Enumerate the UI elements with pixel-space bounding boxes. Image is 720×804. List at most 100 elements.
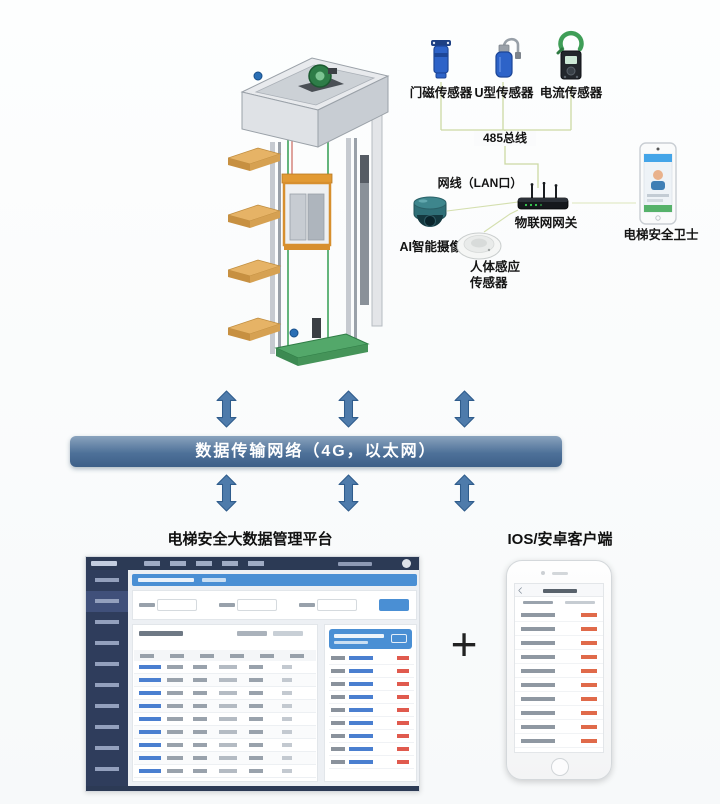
up-down-arrow-icon xyxy=(336,474,361,512)
client-title: IOS/安卓客户端 xyxy=(507,531,613,548)
shaft-sensor-dot-top xyxy=(253,71,263,81)
shaft-sensor-dot-bottom xyxy=(289,328,299,338)
sidebar-item xyxy=(86,759,128,780)
phone-list-row xyxy=(515,636,603,650)
list-row xyxy=(329,665,414,678)
dashboard-filter-panel xyxy=(132,590,417,620)
up-down-arrow-icon xyxy=(336,390,361,428)
sidebar-item xyxy=(86,633,128,654)
list-row xyxy=(329,652,414,665)
up-down-arrow-icon xyxy=(214,390,239,428)
sidebar-item xyxy=(86,717,128,738)
sidebar-item xyxy=(86,675,128,696)
side-panel-title xyxy=(334,634,384,638)
table-row xyxy=(134,765,316,778)
current-sensor-icon xyxy=(556,30,584,80)
human-sensor-label-line1: 人体感应 xyxy=(470,260,521,274)
door-sensor-icon xyxy=(431,40,451,79)
phone-list-row xyxy=(515,692,603,706)
u-sensor-icon xyxy=(495,37,521,78)
door-sensor-label: 门磁传感器 xyxy=(409,86,473,100)
sidebar-item xyxy=(86,612,128,633)
dashboard-sidebar xyxy=(86,570,128,786)
platform-title: 电梯安全大数据管理平台 xyxy=(167,531,333,548)
filter-label xyxy=(219,603,235,607)
phone-list-row xyxy=(515,664,603,678)
sensor-wiring-lines xyxy=(440,82,636,233)
phone-list-row xyxy=(515,678,603,692)
table-row xyxy=(134,687,316,700)
dashboard-topbar xyxy=(86,557,419,570)
filter-input xyxy=(317,599,357,611)
table-row xyxy=(134,661,316,674)
phone-list-row xyxy=(515,720,603,734)
side-panel-header xyxy=(329,629,412,649)
dashboard-logo xyxy=(91,561,117,566)
phone-list-row xyxy=(515,706,603,720)
up-down-arrow-icon xyxy=(452,390,477,428)
side-panel-list xyxy=(329,652,414,769)
table-row xyxy=(134,713,316,726)
ai-camera-label: AI智能摄像头 xyxy=(399,240,475,254)
filter-input xyxy=(237,599,277,611)
filter-label xyxy=(139,603,155,607)
filter-label xyxy=(299,603,315,607)
table-tabs xyxy=(237,631,267,636)
sidebar-item xyxy=(86,696,128,717)
list-row xyxy=(329,717,414,730)
sidebar-item xyxy=(86,654,128,675)
sidebar-item xyxy=(86,591,128,612)
iot-gateway-label: 物联网网关 xyxy=(514,216,578,230)
dashboard-nav-menu xyxy=(144,561,274,566)
phone-screen xyxy=(514,583,604,753)
elevator-shaft-illustration xyxy=(228,57,390,366)
dashboard-user-text xyxy=(338,562,372,566)
phone-app-header xyxy=(515,584,603,597)
dashboard-data-table xyxy=(132,624,318,782)
current-sensor-label: 电流传感器 xyxy=(539,86,603,100)
table-row xyxy=(134,700,316,713)
table-tabs xyxy=(273,631,303,636)
back-icon xyxy=(517,586,526,595)
table-header-row xyxy=(134,650,316,661)
table-body xyxy=(134,661,316,778)
phone-home-button xyxy=(551,758,569,776)
list-row xyxy=(329,743,414,756)
notice-text xyxy=(202,578,226,582)
phone-subheader-text xyxy=(565,601,595,604)
dashboard-avatar xyxy=(402,559,411,568)
filter-input xyxy=(157,599,197,611)
platform-dashboard-preview xyxy=(85,556,420,792)
u-sensor-label: U型传感器 xyxy=(474,86,534,100)
phone-earpiece xyxy=(552,572,568,575)
phone-list xyxy=(515,608,603,748)
table-title xyxy=(139,631,183,636)
plus-sign: + xyxy=(450,618,478,670)
elevator-car xyxy=(281,173,333,250)
notice-text xyxy=(138,578,194,582)
human-sensor-label-line2: 传感器 xyxy=(470,276,508,290)
ai-camera-icon xyxy=(413,196,447,227)
table-row xyxy=(134,674,316,687)
phone-list-row xyxy=(515,650,603,664)
dashboard-side-panel xyxy=(324,624,417,782)
network-banner: 数据传输网络（4G，以太网） xyxy=(70,436,562,467)
iot-gateway-icon xyxy=(517,182,569,210)
sidebar-item xyxy=(86,570,128,591)
phone-camera-dot xyxy=(541,571,545,575)
list-row xyxy=(329,704,414,717)
machine-room xyxy=(240,57,390,148)
safety-guard-label: 电梯安全卫士 xyxy=(623,228,699,242)
up-down-arrow-icon xyxy=(214,474,239,512)
dashboard-footer xyxy=(86,786,419,791)
bus-485-label: 485总线 xyxy=(474,131,536,146)
table-row xyxy=(134,739,316,752)
filter-search-button xyxy=(379,599,409,611)
dashboard-notice-bar xyxy=(132,574,417,586)
list-row xyxy=(329,730,414,743)
list-row xyxy=(329,691,414,704)
list-row xyxy=(329,678,414,691)
side-panel-button xyxy=(391,634,407,643)
phone-list-row xyxy=(515,608,603,622)
